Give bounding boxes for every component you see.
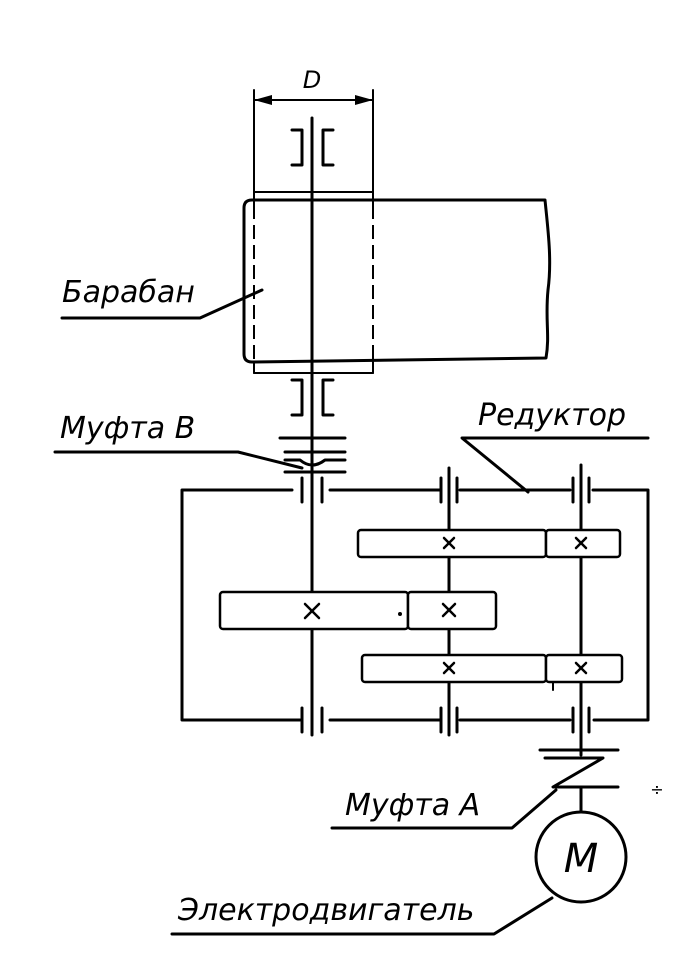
gear-pair-top — [356, 528, 622, 559]
drum-bottom-bearing — [290, 378, 335, 417]
reducer-housing — [180, 488, 650, 722]
reducer-bearings — [300, 476, 591, 734]
svg-text:Муфта В: Муфта В — [60, 411, 195, 446]
svg-text:Барабан: Барабан — [62, 275, 195, 310]
dimension-d-label: D — [303, 66, 321, 94]
label-motor: Электродвигатель — [170, 893, 554, 936]
drum — [242, 191, 552, 374]
svg-text:Муфта А: Муфта А — [345, 788, 480, 823]
svg-text:Электродвигатель: Электродвигатель — [177, 893, 474, 928]
drum-top-bearing — [290, 128, 335, 167]
label-reducer: Редуктор — [460, 398, 650, 494]
label-coupling-b: Муфта В — [53, 411, 304, 470]
svg-text:Редуктор: Редуктор — [478, 398, 626, 433]
stray-mark: ÷ — [650, 780, 663, 799]
gear-pair-middle — [218, 590, 498, 631]
motor-symbol: M — [564, 836, 599, 882]
label-coupling-a: Муфта А — [330, 788, 558, 830]
gear-pair-bottom — [360, 653, 624, 691]
dimension-d: D — [253, 66, 374, 206]
electric-motor: M — [534, 810, 628, 904]
coupling-b — [278, 436, 347, 474]
label-drum: Барабан — [60, 275, 264, 320]
